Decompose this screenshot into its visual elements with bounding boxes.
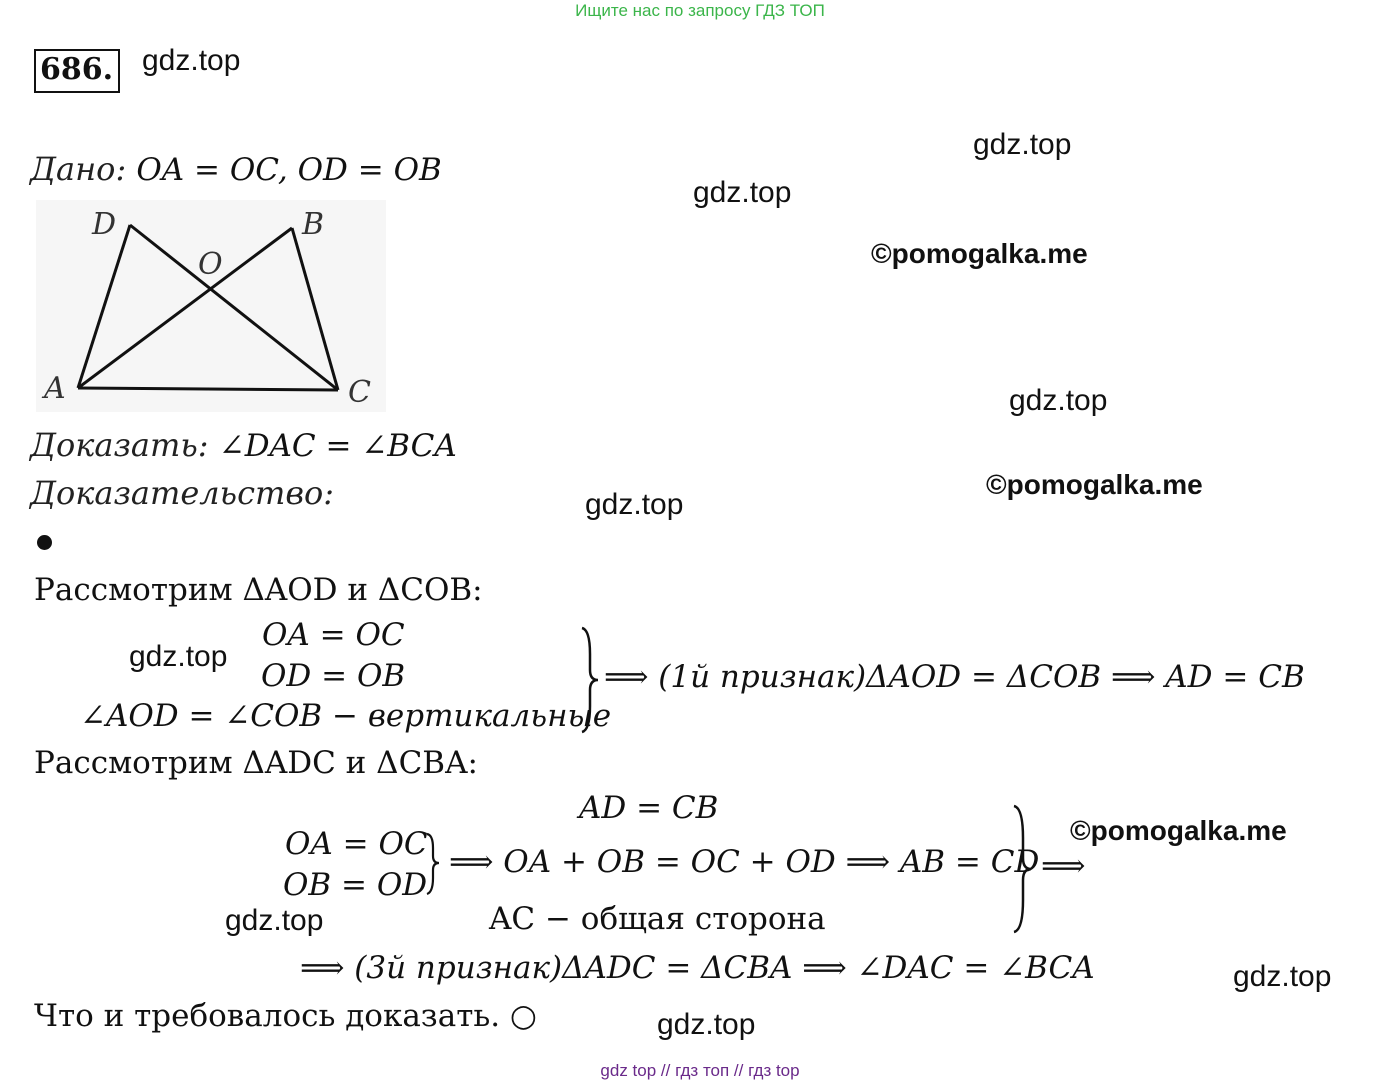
step2-bottom-text: AC − общая сторона: [489, 901, 826, 937]
vertex-label-c: C: [348, 375, 371, 410]
segment-ac: [77, 386, 339, 392]
given-label: Дано: [30, 150, 116, 188]
step1-line-1: OA = OC: [262, 617, 405, 653]
vertex-label-o: O: [198, 247, 223, 282]
watermark-gdz: gdz.top: [225, 904, 324, 937]
step1-line-3: ∠AOD = ∠COB − вертикальные: [80, 698, 612, 734]
step2-intro: Рассмотрим ΔADC и ΔCBA:: [34, 745, 478, 781]
watermark-gdz: gdz.top: [693, 176, 792, 209]
step1-intro: Рассмотрим ΔAOD и ΔCOB:: [34, 572, 483, 608]
bullet-point: [37, 535, 52, 550]
prove-colon: :: [197, 426, 219, 464]
step2-top-line: AD = CB: [579, 790, 719, 826]
step1-right-brace: [581, 626, 599, 734]
watermark-gdz: gdz.top: [657, 1008, 756, 1041]
step2-bottom-line: AC − общая сторона: [489, 901, 826, 937]
proof-colon: :: [323, 474, 335, 512]
watermark-pomogalka: ©pomogalka.me: [1070, 815, 1287, 846]
segment-dc: [129, 223, 339, 392]
segment-bc: [290, 227, 340, 391]
prove-statement: ∠DAC = ∠BCA: [218, 428, 457, 464]
proof-label-line: Доказательство:: [30, 474, 334, 512]
proof-end: Что и требовалось доказать. ○: [34, 998, 537, 1034]
given-colon: :: [115, 150, 137, 188]
footer-links: gdz top // гдз топ // гдз top: [600, 1061, 800, 1080]
prove-label: Доказать: [30, 426, 198, 464]
top-banner: Ищите нас по запросу ГДЗ ТОП: [575, 1, 825, 20]
step1-conclusion: ⟹ (1й признак)ΔAOD = ΔCOB ⟹ AD = CB: [604, 659, 1305, 695]
watermark-pomogalka: ©pomogalka.me: [986, 469, 1203, 500]
given-line: Дано: OA = OC, OD = OB: [30, 150, 442, 188]
task-number-box: [34, 49, 120, 93]
watermark-gdz: gdz.top: [1009, 384, 1108, 417]
step1-line-2: OD = OB: [261, 658, 406, 694]
task-number: 686.: [40, 52, 114, 87]
watermark-gdz: gdz.top: [129, 640, 228, 673]
watermark-gdz: gdz.top: [1233, 960, 1332, 993]
step2-middle-line: ⟹ OA + OB = OC + OD ⟹ AB = CD: [449, 844, 1040, 880]
vertex-label-b: B: [301, 207, 324, 242]
step2-outer-brace: [1013, 804, 1032, 934]
step2-inner-brace: [426, 832, 440, 896]
watermark-gdz: gdz.top: [973, 128, 1072, 161]
segment-ba: [77, 226, 293, 390]
watermark-gdz: gdz.top: [585, 488, 684, 521]
step2-arrow: ⟹: [1041, 848, 1086, 884]
step2-inner-line-1: OA = OC: [285, 826, 428, 862]
proof-label: Доказательство: [30, 474, 324, 512]
watermark-gdz: gdz.top: [142, 44, 241, 77]
step2-conclusion: ⟹ (3й признак)ΔADC = ΔCBA ⟹ ∠DAC = ∠BCA: [300, 950, 1095, 986]
prove-line: Доказать: ∠DAC = ∠BCA: [30, 426, 457, 464]
watermark-pomogalka: ©pomogalka.me: [871, 238, 1088, 269]
given-statement: OA = OC, OD = OB: [136, 152, 442, 188]
vertex-label-d: D: [91, 207, 116, 242]
step2-inner-line-2: OB = OD: [283, 867, 428, 903]
triangle-figure: D B O A C: [36, 200, 386, 412]
segment-da: [76, 224, 132, 389]
vertex-label-a: A: [41, 371, 66, 406]
